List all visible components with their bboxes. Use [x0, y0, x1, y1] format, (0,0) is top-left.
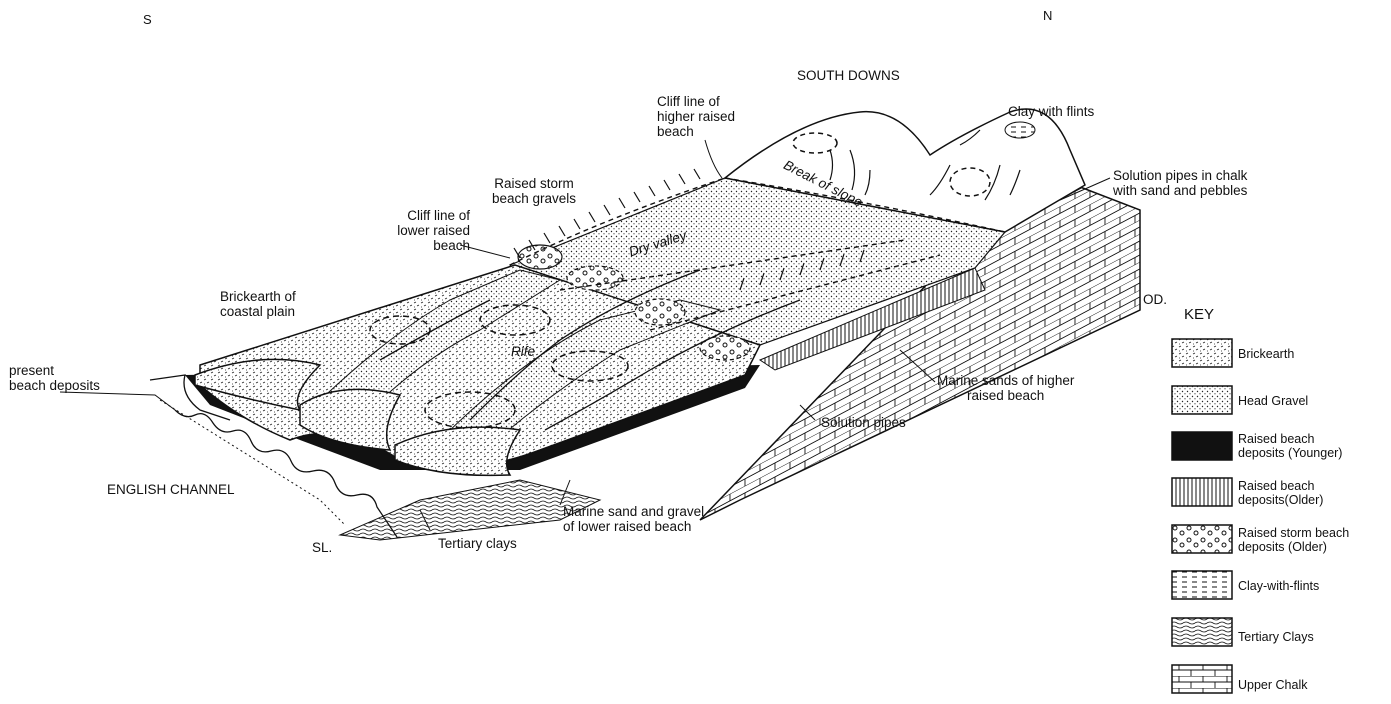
key-label-clay-with-flints: Clay-with-flints	[1238, 579, 1319, 593]
label-solution-pipes: Solution pipes	[821, 415, 906, 430]
key-label-tertiary-clays: Tertiary Clays	[1238, 630, 1314, 644]
compass-north: N	[1043, 8, 1052, 23]
label-raised-storm: Raised storm beach gravels	[492, 176, 576, 206]
label-brickearth-coastal: Brickearth of coastal plain	[220, 289, 296, 319]
key-swatch-tertiary-clays	[1171, 617, 1233, 647]
label-sl: SL.	[312, 540, 332, 555]
label-rife: Rife	[511, 344, 535, 359]
key-swatch-head-gravel	[1171, 385, 1233, 415]
compass-south: S	[143, 12, 152, 27]
key-label-brickearth: Brickearth	[1238, 347, 1294, 361]
key-swatch-storm-beach	[1171, 524, 1233, 554]
key-swatch-upper-chalk	[1171, 664, 1233, 694]
label-tertiary-clays: Tertiary clays	[438, 536, 517, 551]
key-title: KEY	[1184, 306, 1214, 323]
key-swatch-brickearth	[1171, 338, 1233, 368]
label-solution-pipes-chalk: Solution pipes in chalk with sand and pe…	[1113, 168, 1247, 198]
key-swatch-raised-beach-older	[1171, 477, 1233, 507]
label-present-beach: present beach deposits	[9, 363, 100, 393]
label-cliff-higher: Cliff line of higher raised beach	[657, 94, 735, 139]
label-marine-sand-gravel: Marine sand and gravel of lower raised b…	[563, 504, 704, 534]
label-marine-sands-higher: Marine sands of higher raised beach	[937, 373, 1074, 403]
key-label-upper-chalk: Upper Chalk	[1238, 678, 1307, 692]
key-swatch-clay-with-flints	[1171, 570, 1233, 600]
label-cliff-lower: Cliff line of lower raised beach	[380, 208, 470, 253]
label-english-channel: ENGLISH CHANNEL	[107, 482, 235, 497]
key-label-storm-beach: Raised storm beach deposits (Older)	[1238, 526, 1349, 554]
label-clay-with-flints: Clay with flints	[1008, 104, 1094, 119]
key-label-raised-beach-younger: Raised beach deposits (Younger)	[1238, 432, 1342, 460]
key-swatch-raised-beach-younger	[1171, 431, 1233, 461]
key-label-raised-beach-older: Raised beach deposits(Older)	[1238, 479, 1323, 507]
key-label-head-gravel: Head Gravel	[1238, 394, 1308, 408]
label-south-downs: SOUTH DOWNS	[797, 68, 900, 83]
label-od: OD.	[1143, 292, 1167, 307]
